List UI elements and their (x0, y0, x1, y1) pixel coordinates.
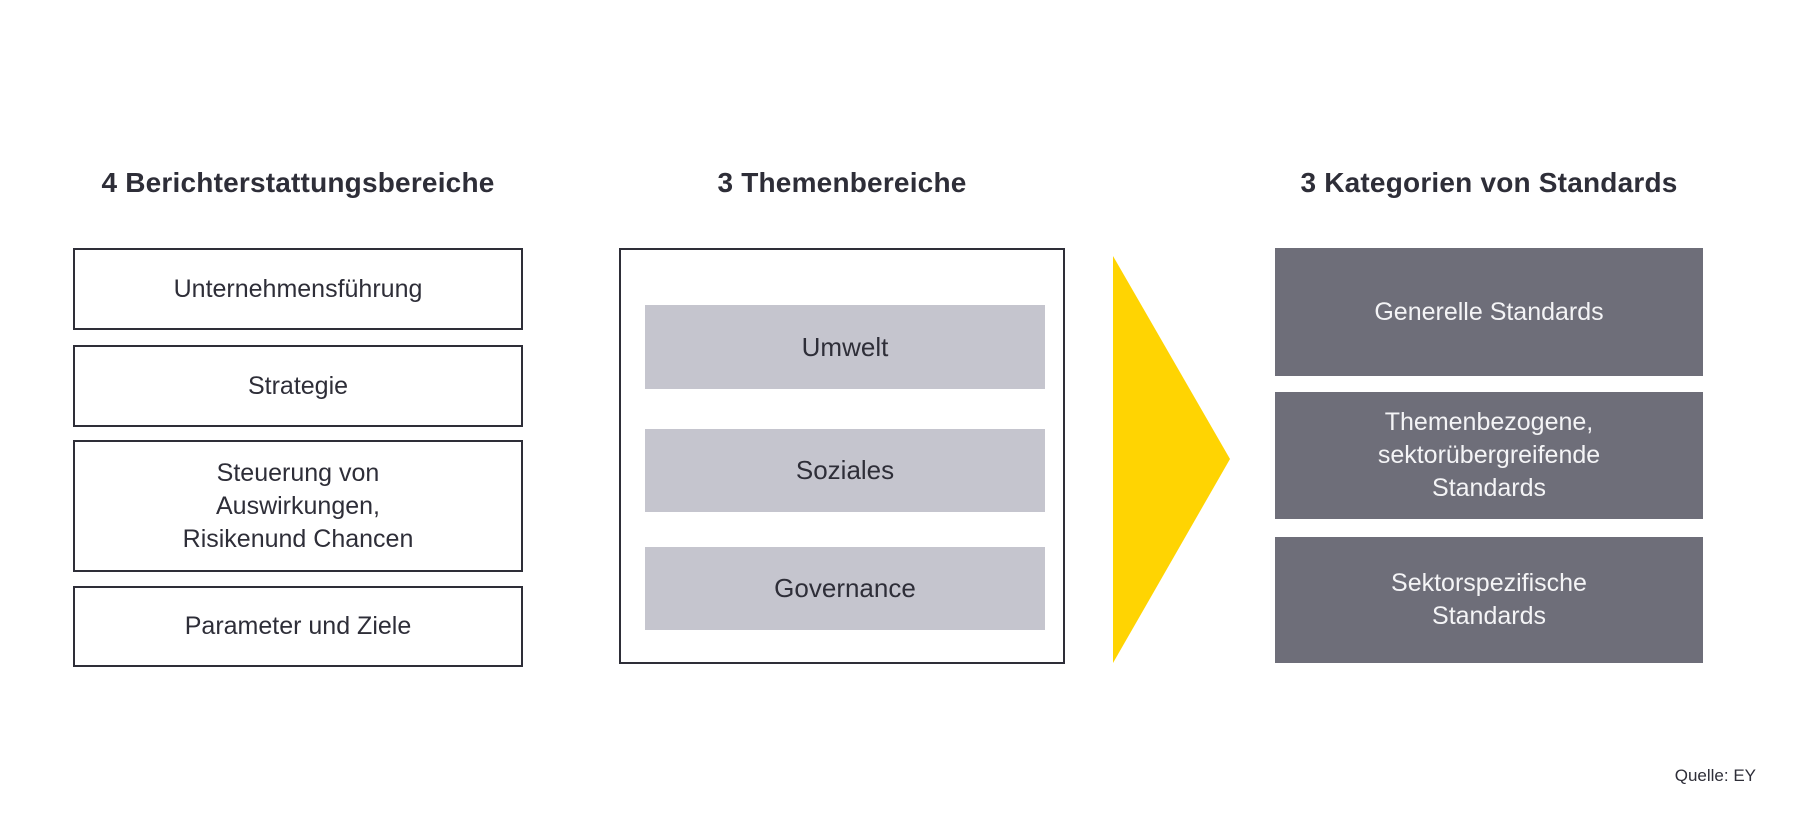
standards-box-themenbezogene: Themenbezogene, sektorübergreifende Stan… (1275, 392, 1703, 519)
theme-box-label: Governance (774, 573, 916, 603)
theme-box-label: Soziales (795, 455, 895, 485)
reporting-box-label: Parameter und Ziele (184, 612, 412, 640)
theme-box-umwelt: Umwelt (645, 305, 1045, 389)
standards-box-label: Sektorspezifische Standards (1391, 569, 1587, 630)
source-note: Quelle: EY (1674, 766, 1756, 785)
standards-box-sektorspezifische: Sektorspezifische Standards (1275, 537, 1703, 663)
right-arrow-icon (1113, 256, 1230, 663)
column-title-reporting-areas: 4 Berichterstattungsbereiche (101, 167, 495, 198)
reporting-box-label: Steuerung von Auswirkungen, Risikenund C… (182, 458, 414, 553)
reporting-box-label: Strategie (247, 371, 349, 400)
standards-box-label: Generelle Standards (1374, 297, 1604, 326)
theme-box-soziales: Soziales (645, 429, 1045, 512)
reporting-box-strategie: Strategie (73, 345, 523, 427)
reporting-box-steuerung: Steuerung von Auswirkungen, Risikenund C… (73, 440, 523, 572)
reporting-box-unternehmensfuehrung: Unternehmensführung (73, 248, 523, 330)
reporting-box-label: Unternehmensführung (173, 274, 423, 303)
theme-box-governance: Governance (645, 547, 1045, 630)
column-title-theme-areas: 3 Themenbereiche (717, 167, 967, 198)
reporting-box-parameter-ziele: Parameter und Ziele (73, 586, 523, 667)
column-title-standards-categories: 3 Kategorien von Standards (1300, 167, 1678, 198)
standards-box-generelle: Generelle Standards (1275, 248, 1703, 376)
standards-box-label: Themenbezogene, sektorübergreifende Stan… (1377, 408, 1601, 502)
theme-box-label: Umwelt (801, 331, 889, 362)
themes-container-box: Umwelt Soziales Governance (619, 248, 1065, 664)
